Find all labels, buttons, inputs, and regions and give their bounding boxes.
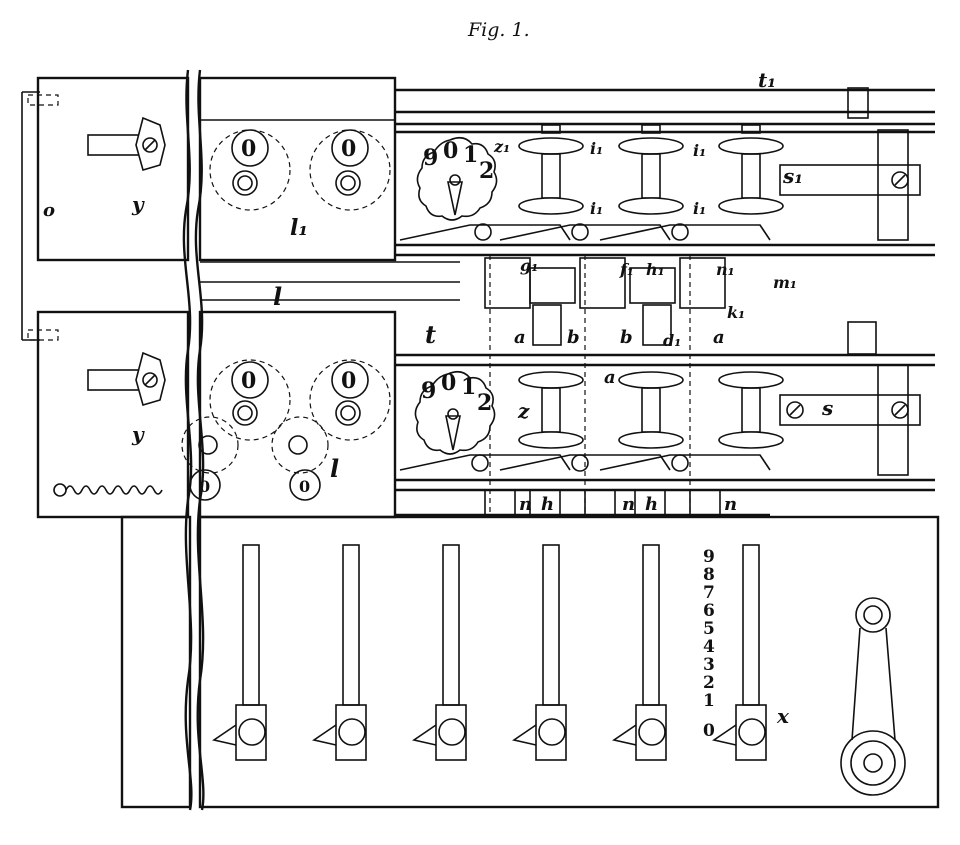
scale-digit: 3 xyxy=(703,655,715,675)
dial-digit: 2 xyxy=(477,390,492,416)
slot xyxy=(212,544,267,761)
dial-digit: 1 xyxy=(463,142,478,168)
dial-digit: 0 xyxy=(441,370,456,396)
scale: 9 8 7 6 5 4 3 2 1 0 xyxy=(703,547,715,741)
counter-wheels-bottom: 0 0 0 0 xyxy=(181,359,391,501)
scale-digit: 5 xyxy=(703,619,715,639)
label-y: y xyxy=(131,422,145,446)
label-f1: f₁ xyxy=(619,260,634,279)
dial-digit: 2 xyxy=(479,158,494,184)
dial-digit: 1 xyxy=(461,374,476,400)
label-i1: i₁ xyxy=(693,141,706,160)
catch-blocks xyxy=(484,489,721,516)
label-n: n xyxy=(724,494,737,515)
counter-digit: 0 xyxy=(341,368,356,394)
scale-digit: 9 xyxy=(703,547,715,567)
reference-letters: t₁ z₁ i₁ i₁ i₁ i₁ s₁ l₁ o y y l l t a a … xyxy=(43,68,833,728)
label-x: x xyxy=(776,704,790,728)
slot xyxy=(312,544,367,761)
label-t1: t₁ xyxy=(758,68,776,92)
label-a: a xyxy=(514,327,526,348)
scale-digit: 7 xyxy=(703,583,715,603)
label-i1: i₁ xyxy=(693,199,706,218)
counter-digit: 0 xyxy=(341,136,356,162)
label-n1: n₁ xyxy=(716,260,735,279)
dial-digit: 9 xyxy=(421,378,436,404)
label-z: z xyxy=(517,399,530,423)
label-k1: k₁ xyxy=(727,303,745,322)
label-i1: i₁ xyxy=(590,199,603,218)
slot xyxy=(412,544,467,761)
label-t: t xyxy=(425,320,436,349)
spools xyxy=(518,124,784,449)
scale-digit: 0 xyxy=(703,721,715,741)
gear-shafts xyxy=(484,255,726,515)
crank-handle[interactable] xyxy=(840,597,906,796)
label-o: o xyxy=(43,200,55,221)
dial-top: 9 0 1 2 xyxy=(416,136,498,221)
label-b: b xyxy=(567,327,580,348)
label-m1: m₁ xyxy=(773,273,797,292)
counter-digit: 0 xyxy=(241,136,256,162)
label-a: a xyxy=(604,367,616,388)
break-line xyxy=(182,69,193,811)
label-b: b xyxy=(620,327,633,348)
label-d1: d₁ xyxy=(663,331,681,350)
label-i1: i₁ xyxy=(590,139,603,158)
scale-digit: 4 xyxy=(703,637,715,657)
label-n: n xyxy=(519,494,532,515)
dial-digit: 0 xyxy=(443,138,458,164)
scale-digit: 6 xyxy=(703,601,715,621)
dial-digit: 9 xyxy=(423,145,438,171)
counter-digit: 0 xyxy=(299,477,310,496)
label-l: l xyxy=(273,282,282,311)
label-a: a xyxy=(713,327,725,348)
counter-wheels-top: 0 0 xyxy=(209,129,391,211)
label-n: n xyxy=(622,494,635,515)
slot xyxy=(612,544,667,761)
label-h: h xyxy=(541,494,554,515)
label-s: s xyxy=(821,396,833,420)
label-z1: z₁ xyxy=(493,137,510,156)
label-s1: s₁ xyxy=(782,164,803,188)
left-housing xyxy=(21,76,190,519)
label-h1: h₁ xyxy=(646,260,665,279)
dial-bottom: 9 0 1 2 xyxy=(414,370,496,455)
pawls xyxy=(399,223,771,472)
label-l: l xyxy=(330,454,339,483)
counter-panels xyxy=(198,76,460,519)
scale-digit: 1 xyxy=(703,691,715,711)
keyboard-plate xyxy=(120,515,940,809)
scale-digit: 2 xyxy=(703,673,715,693)
setting-slots xyxy=(212,544,767,761)
label-l1: l₁ xyxy=(290,215,308,241)
figure-title: Fig. 1. xyxy=(467,19,530,41)
label-g1: g₁ xyxy=(520,256,538,275)
label-h: h xyxy=(645,494,658,515)
counter-digit: 0 xyxy=(241,368,256,394)
slot xyxy=(712,544,767,761)
slot xyxy=(512,544,567,761)
label-y: y xyxy=(131,192,145,216)
counter-digit: 0 xyxy=(199,477,210,496)
scale-digit: 8 xyxy=(703,565,715,585)
